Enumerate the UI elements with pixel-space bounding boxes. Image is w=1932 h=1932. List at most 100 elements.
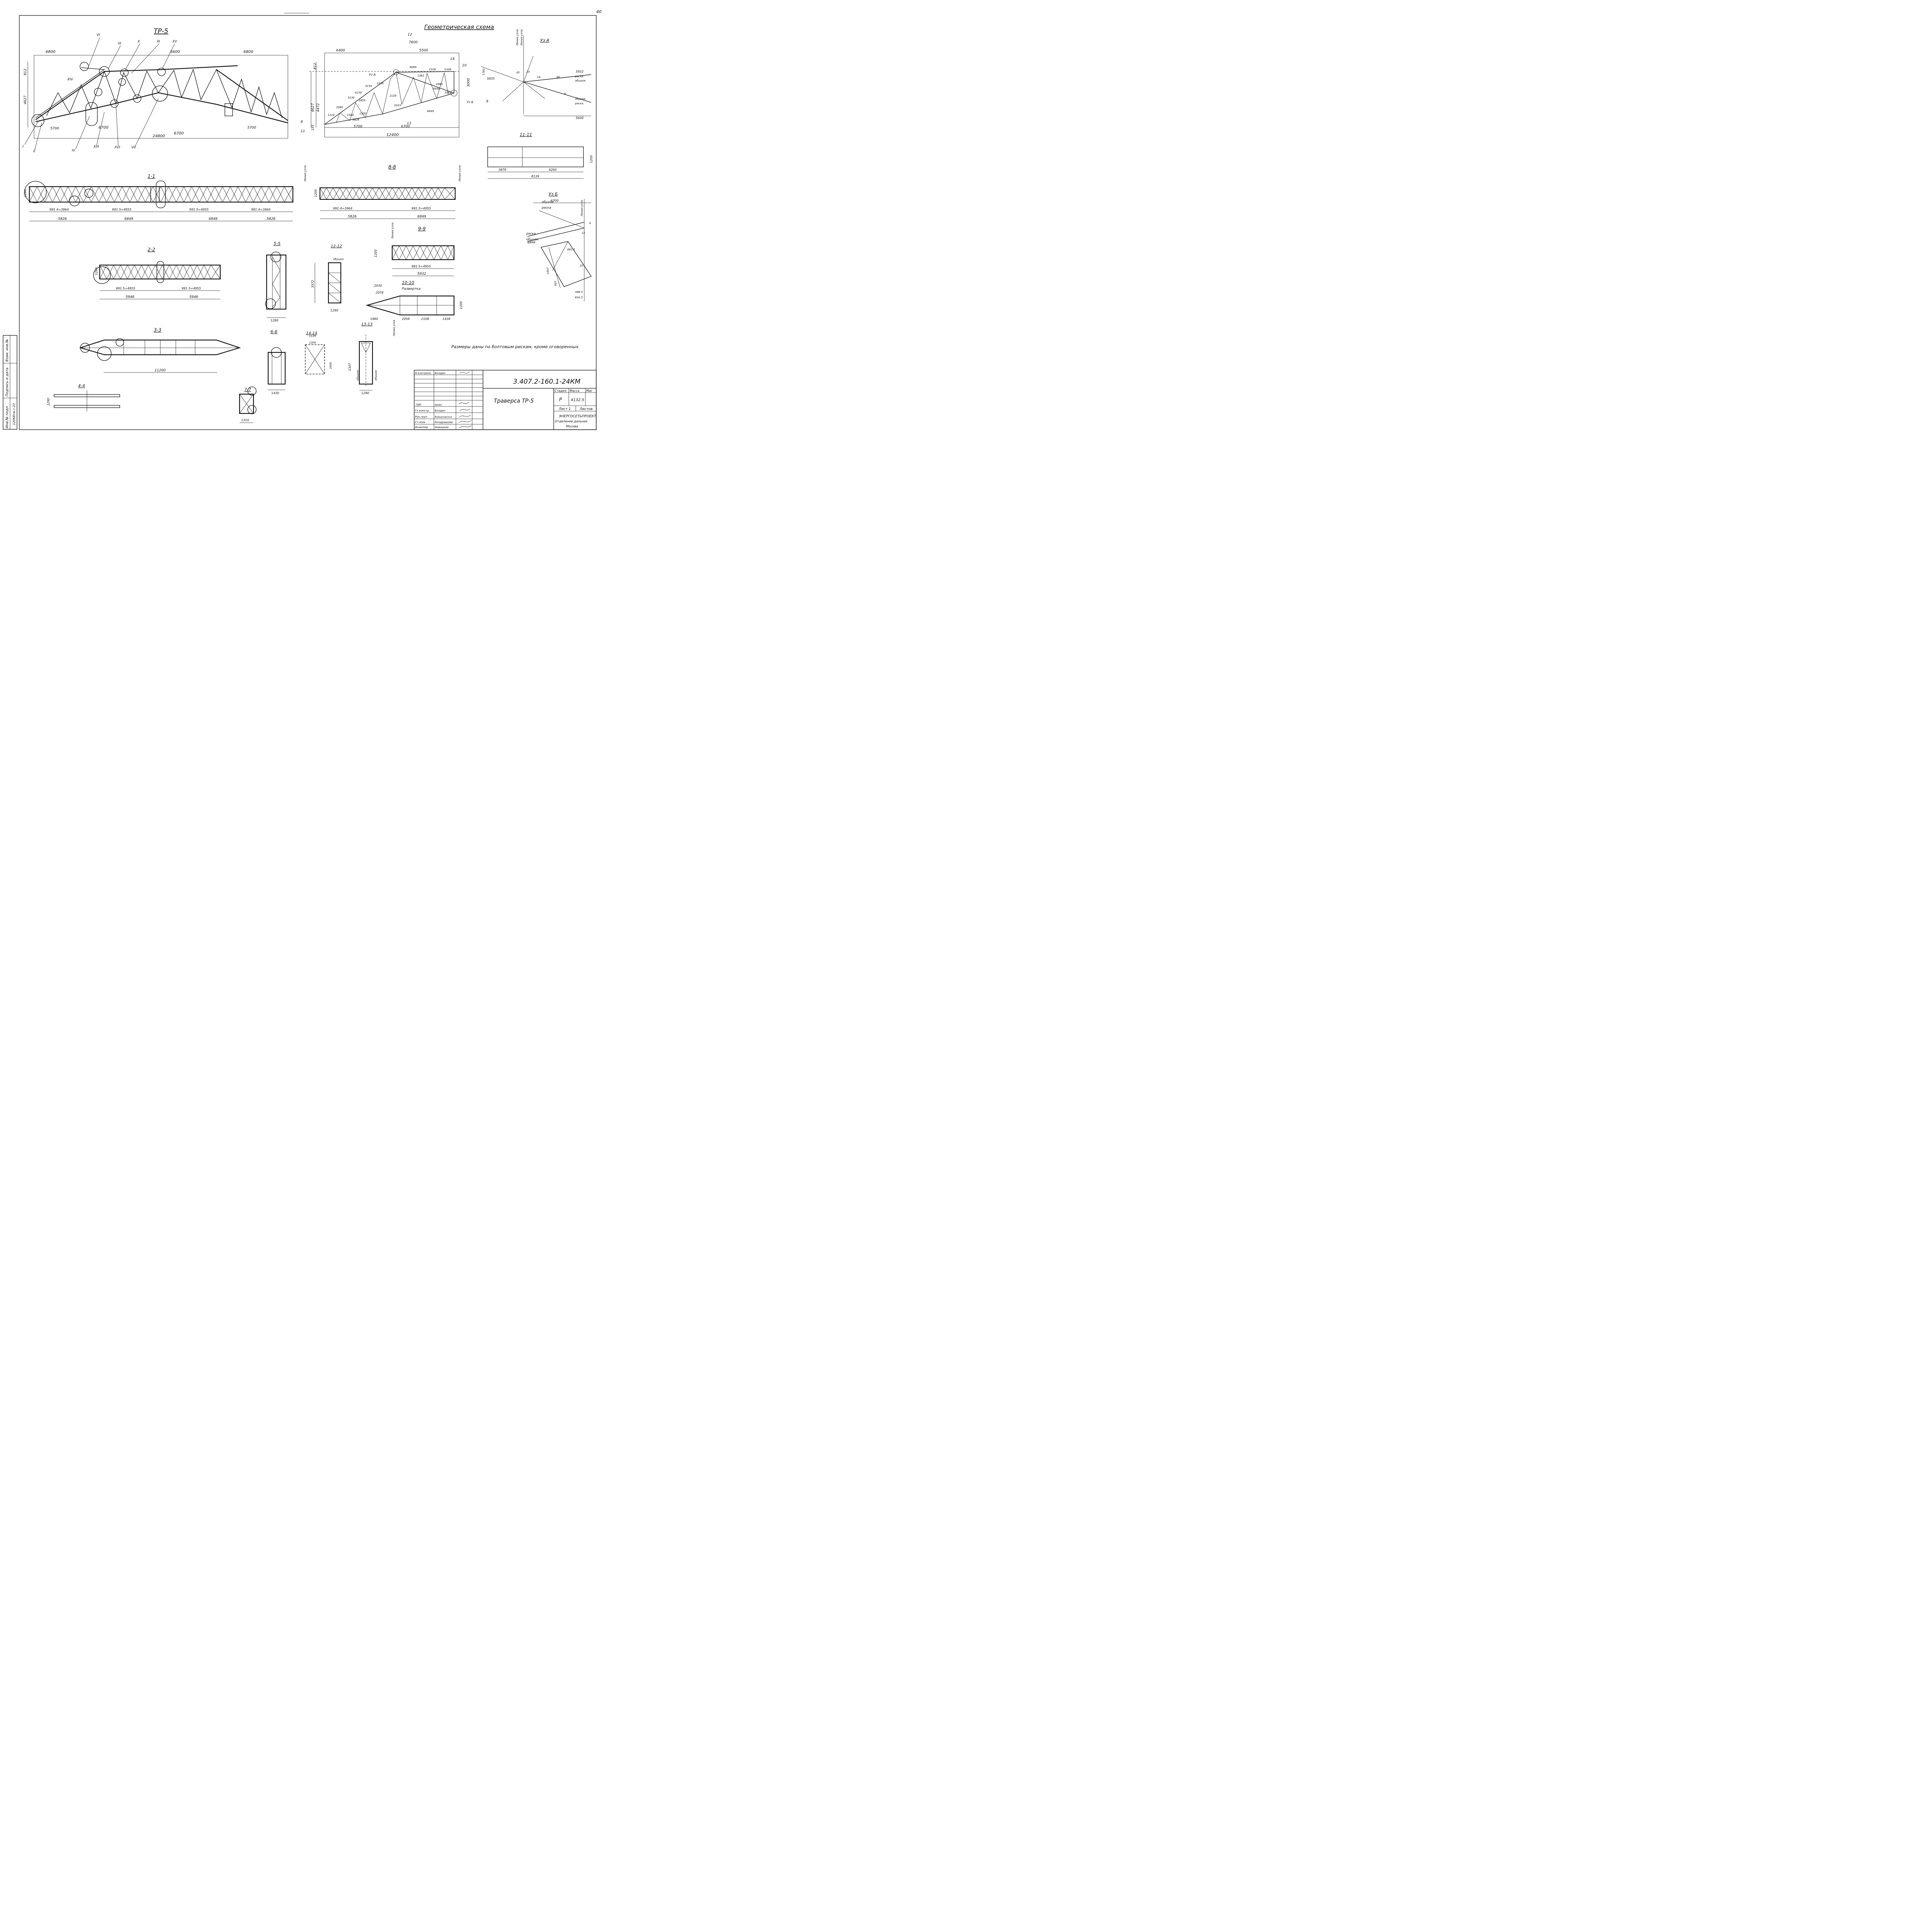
node-circle xyxy=(84,189,94,198)
section-1-frame xyxy=(29,186,294,203)
node-b-member xyxy=(539,210,585,228)
mass-value: 4132.5 xyxy=(571,398,584,402)
section-10-10: 10-10 Развертка 2030 2078 1980 2058 2108… xyxy=(366,280,463,337)
node-b-detail: Уз Б обушок риска риска обушок Линия узл… xyxy=(526,192,592,301)
organization: ЭНЕРГОСЕТЬПРОЕКТ xyxy=(558,415,597,418)
sig-role: ГИП xyxy=(416,403,422,406)
section-5-dim: 1290 xyxy=(270,319,278,322)
geo-dim: 6700 xyxy=(401,125,410,129)
section-1-dim: 6849 xyxy=(124,217,133,221)
node-a-dim: 45 xyxy=(516,71,520,74)
node-mark: II xyxy=(33,150,36,153)
side-stamp-inv: Инв.№ подл. xyxy=(5,405,9,428)
node-circle xyxy=(118,78,126,86)
section-14-dim: 1125 xyxy=(309,335,316,338)
section-6-title: 6-6 xyxy=(270,329,277,334)
node-circle xyxy=(133,94,141,103)
section-14-diag xyxy=(305,344,325,374)
sig-name: Кондрашова xyxy=(435,421,453,424)
section-12-lattice xyxy=(328,272,341,303)
section-1-dim: 5826 xyxy=(58,217,67,221)
node-member xyxy=(481,66,524,82)
node-circle xyxy=(157,68,166,76)
section-3-title: 3-3 xyxy=(154,327,162,333)
member-length: 5826 xyxy=(352,118,359,121)
sig-role: Н.контроль xyxy=(415,372,431,375)
section-6-6: 6-6 1430 xyxy=(267,329,286,395)
section-13-13: 13-13 1290 2347 обушок обушок xyxy=(348,322,378,395)
node-circle xyxy=(80,343,90,353)
node-b-dim: 12 xyxy=(582,231,585,235)
node-a-label: риска xyxy=(575,75,583,78)
section-10-subtitle: Развертка xyxy=(402,287,420,291)
sheet-frame xyxy=(19,15,597,430)
node-a-label: Линия узла xyxy=(516,29,519,46)
node-b-dim: 607 xyxy=(554,281,557,286)
section-13-dim: 1290 xyxy=(361,391,369,395)
node-a-dim: 6 xyxy=(564,92,566,95)
section-13-gusset xyxy=(361,343,371,353)
geo-chord-lower xyxy=(324,93,454,125)
member-length: 5946 xyxy=(433,87,440,90)
node-mark: XIII xyxy=(93,145,99,149)
section-1-1: 1-1 991·4=3964 991·5=4955 991·5=4955 991… xyxy=(24,165,307,221)
section-9-dim: 5932 xyxy=(417,272,426,276)
node-circle xyxy=(116,338,124,347)
main-dim: 6800 xyxy=(46,50,55,54)
node-b-dim: 6700 xyxy=(551,199,558,202)
node-a-dim: 1782 xyxy=(482,68,485,75)
node-circle xyxy=(247,405,257,414)
node-mark: I xyxy=(22,145,24,149)
section-2-dim: 1290 xyxy=(95,267,98,275)
section-3-outline xyxy=(79,339,241,355)
section-3-dim: 11200 xyxy=(155,369,166,372)
node-a-dim: 5600 xyxy=(576,116,583,120)
lattice-a xyxy=(320,187,456,200)
geo-node-label: Уз Б xyxy=(467,100,474,104)
section-5-title: 5-5 xyxy=(274,241,281,246)
section-13-label: обушок xyxy=(356,370,359,381)
main-height-dim: 4627 xyxy=(24,95,27,104)
drawing-name: Траверса ТР-5 xyxy=(494,398,534,404)
geo-chord-right xyxy=(396,71,454,93)
node-circle xyxy=(24,181,47,203)
sig-name: Войцеховская xyxy=(435,416,452,418)
section-5-5: 5-5 1290 xyxy=(265,241,287,322)
lattice-b xyxy=(29,186,293,202)
node-b-dim: 6849 xyxy=(527,241,535,244)
node-circle xyxy=(271,347,282,358)
section-10-dim: 2108 xyxy=(421,317,429,321)
section-1-dim: 1290 xyxy=(24,189,27,197)
section-11-dim: 4260 xyxy=(549,168,556,172)
node-circle xyxy=(247,386,257,396)
section-9-9: 9-9 991·5=4955 5932 1200 Линия узла xyxy=(374,223,455,276)
section-1-label: Линия узла xyxy=(304,165,307,182)
section-8-8: 8-8 991·4=3964 991·5=4955 5826 6849 1200… xyxy=(314,164,461,219)
section-9-label: Линия узла xyxy=(391,223,394,239)
section-10-label: Линия узла xyxy=(393,320,396,337)
lattice-a xyxy=(29,186,293,202)
section-5-frame xyxy=(266,254,287,310)
node-a-dim: 16 xyxy=(537,76,541,79)
member-length: 1438 xyxy=(444,68,451,71)
node-a-detail: Уз А Линия узла Линия узла обушок риска … xyxy=(481,29,592,120)
sig-name: Акин xyxy=(434,403,442,406)
section-4-dim: 1290 xyxy=(47,398,50,406)
node-capsule xyxy=(156,261,164,283)
lattice-a xyxy=(99,265,221,279)
node-circle xyxy=(99,66,110,77)
section-12-12: 12-12 3572 1290 обушок xyxy=(311,244,344,312)
geo-web xyxy=(336,72,449,123)
sig-role: Ст.инж xyxy=(415,421,425,424)
geometric-scheme: Геометрическая схема 6400 5500 7600 5700… xyxy=(301,24,494,138)
main-dim: 5600 xyxy=(170,50,180,54)
main-view-title: ТР-5 xyxy=(154,27,168,35)
section-4-title: 4-4 xyxy=(78,383,85,388)
node-b-dim: 25 xyxy=(580,264,583,267)
node-b-dim: 681.5 xyxy=(567,248,575,251)
sig-name: Болдин xyxy=(435,409,446,412)
geo-section-mark: 14 xyxy=(450,57,455,61)
section-2-dim: 5946 xyxy=(189,295,198,299)
main-dim: 5700 xyxy=(247,126,256,130)
lattice-a xyxy=(392,245,454,260)
